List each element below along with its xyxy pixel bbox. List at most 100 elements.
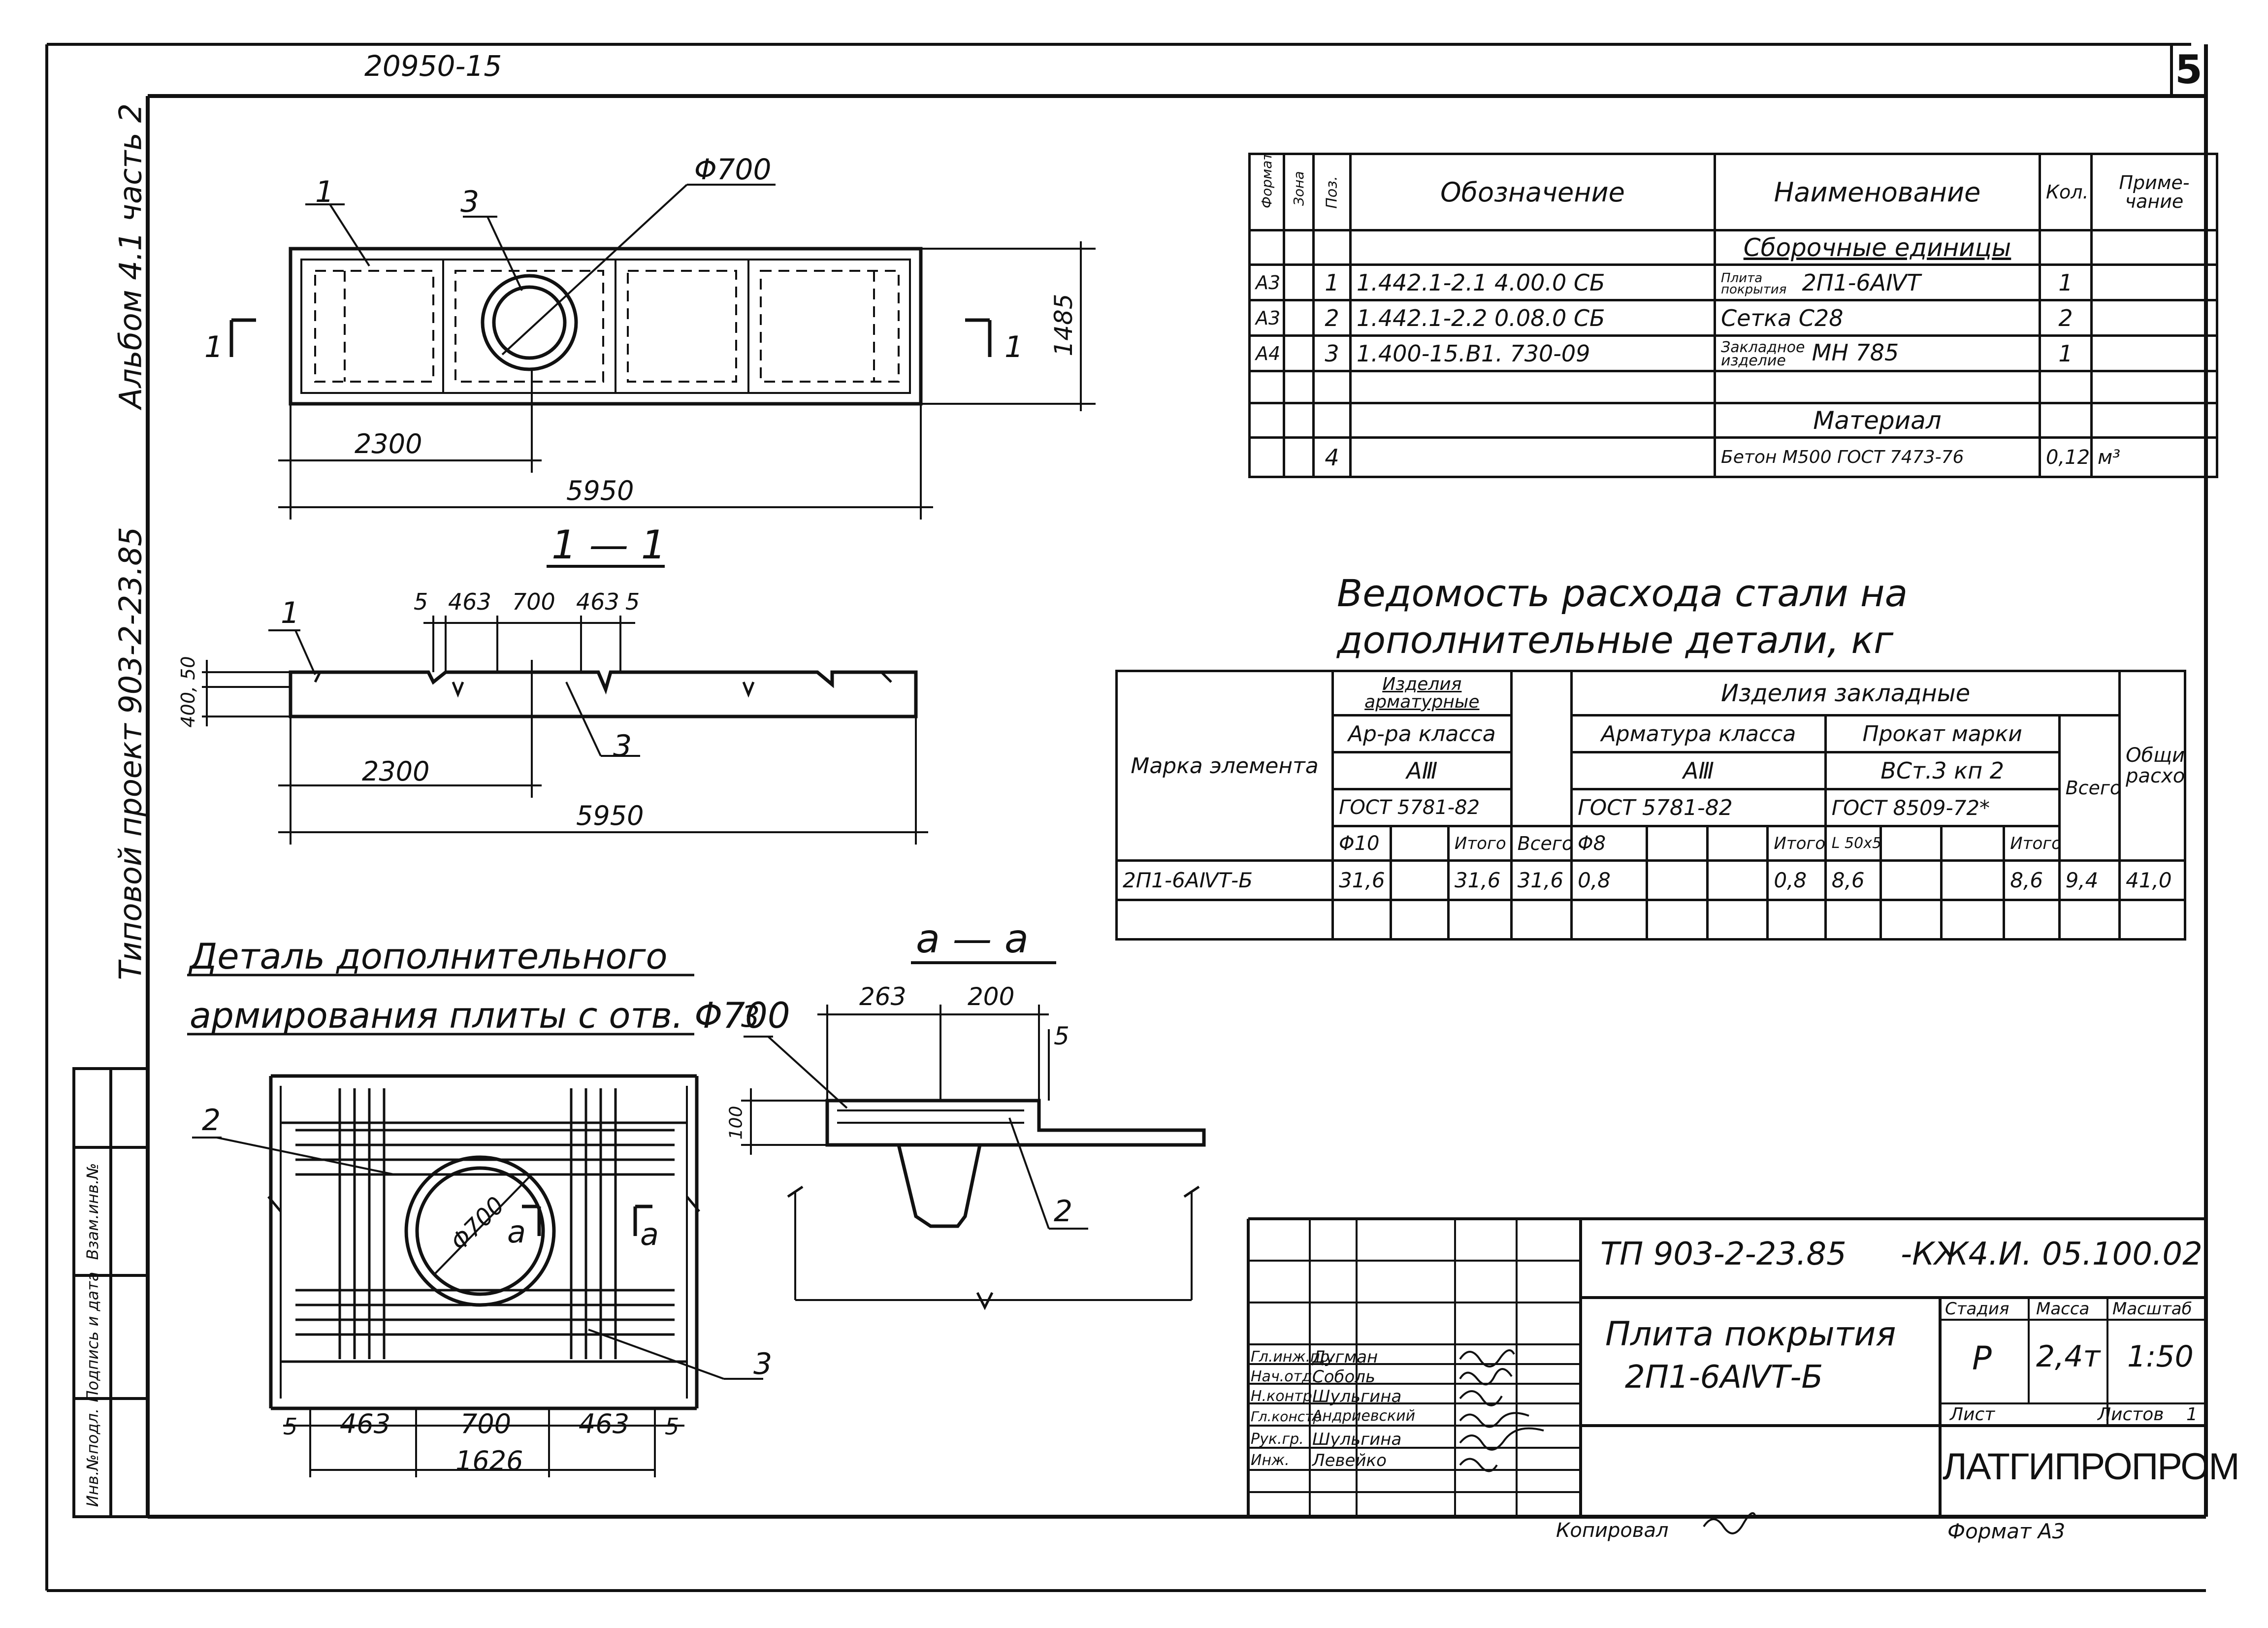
signature-mark	[1459, 1427, 1544, 1451]
role-name: Соболь	[1312, 1367, 1376, 1387]
header-mark: Марка элемента	[1115, 670, 1334, 862]
cell-format: А4	[1248, 334, 1285, 372]
top-document-code: 20950-15	[364, 49, 502, 83]
leader-label: 3	[741, 1000, 760, 1034]
cell-note: м³	[2090, 436, 2218, 478]
section-mark-label: a	[507, 1214, 526, 1250]
dimension-label: 263	[859, 982, 907, 1011]
cell-code: 1.442.1-2.1 4.00.0 СБ	[1349, 263, 1716, 301]
cell-format: А3	[1248, 263, 1285, 301]
leader-label: 2	[1054, 1194, 1073, 1229]
leader-label: 3	[460, 185, 480, 219]
header-note: Приме-чание	[2090, 153, 2218, 231]
specification-table: Формат Зона Поз. Обозначение Наименовани…	[1248, 153, 2218, 478]
dimension-label: 5950	[576, 800, 644, 831]
role-name: Дугман	[1312, 1347, 1378, 1367]
spec-section-row: Материал	[1248, 402, 2218, 439]
table-row	[1248, 370, 2218, 404]
cell-name: Бетон М500 ГОСТ 7473-76	[1714, 436, 2041, 478]
table-row: 2П1-6АⅣТ-Б 31,6 31,6 31,6 0,8 0,8 8,6 8,…	[1115, 859, 2186, 901]
sub-itogo: Итого	[1766, 825, 1827, 862]
section-title: 1 — 1	[551, 522, 666, 568]
cell-format: А3	[1248, 299, 1285, 337]
cell-pos: 2	[1312, 299, 1352, 337]
dimension-label: 200	[968, 982, 1015, 1011]
sheet-header: Лист	[1950, 1404, 1995, 1425]
steel-consumption-table: Марка элемента Изделия арматурные Издели…	[1115, 670, 2186, 941]
cell-code: 1.442.1-2.2 0.08.0 СБ	[1349, 299, 1716, 337]
scale-header: Масштаб	[2112, 1299, 2192, 1319]
table-row: А4 3 1.400-15.В1. 730-09 Закладное издел…	[1248, 334, 2218, 372]
signature-mark	[1703, 1512, 1756, 1534]
steel-table-title: дополнительные детали, кг	[1337, 618, 1894, 662]
cell-pos: 1	[1312, 263, 1352, 301]
table-row: 4 Бетон М500 ГОСТ 7473-76 0,12 м³	[1248, 436, 2218, 478]
cell-total1: 31,6	[1510, 859, 1573, 901]
sub-itogo: Итого	[2003, 825, 2061, 862]
spec-section-row: Сборочные единицы	[1248, 229, 2218, 266]
leader-label: 1	[281, 596, 300, 630]
header-total-2: Всего	[2058, 714, 2121, 862]
section-assembly: Сборочные единицы	[1714, 229, 2041, 266]
cell-general: 41,0	[2118, 859, 2186, 901]
cell-name: 2П1-6АⅣТ	[1802, 269, 1921, 296]
role-name: Шульгина	[1312, 1387, 1402, 1406]
role-label: Н.контр.	[1251, 1388, 1317, 1405]
cell-itogo2: 0,8	[1766, 859, 1827, 901]
signature-mark	[1459, 1458, 1498, 1472]
cell-code: 1.400-15.В1. 730-09	[1349, 334, 1716, 372]
header-rolled-value: ВСт.3 кп 2	[1824, 751, 2061, 790]
header-emb-arm-class: Арматура класса	[1570, 714, 1827, 753]
dimension-label: 5	[665, 1413, 680, 1440]
table-row	[1115, 899, 2186, 941]
signature-mark	[1459, 1349, 1515, 1368]
cell-name-small: Закладное изделие	[1721, 339, 1805, 370]
header-general: Общий расход	[2118, 670, 2186, 862]
header-arm-class-value: AⅢ	[1331, 751, 1513, 790]
header-arm-class: Ар-ра класса	[1331, 714, 1513, 753]
sheets-header: Листов	[2098, 1404, 2164, 1425]
cell-qty: 1	[2039, 263, 2093, 301]
role-name: Шульгина	[1312, 1430, 1402, 1449]
leader-label: 1	[315, 175, 334, 209]
cell-qty: 2	[2039, 299, 2093, 337]
spec-header-row: Формат Зона Поз. Обозначение Наименовани…	[1248, 153, 2218, 231]
stage-header: Стадия	[1945, 1299, 2009, 1319]
role-name: Андриевский	[1312, 1407, 1416, 1425]
cell-name: МН 785	[1812, 339, 1899, 366]
cell-name: Сетка С28	[1714, 299, 2041, 337]
cell-qty: 0,12	[2039, 436, 2093, 478]
signature-mark	[1459, 1412, 1529, 1428]
leader-label: 3	[613, 729, 632, 763]
header-rolled: Прокат марки	[1824, 714, 2061, 753]
signature-mark	[1459, 1390, 1503, 1406]
dimension-label: 463	[448, 588, 491, 615]
leader-label: 3	[753, 1347, 773, 1381]
detail-title: армирования плиты с отв. Φ700	[190, 995, 790, 1036]
header-total-1: Всего	[1510, 826, 1573, 862]
cell-pos: 4	[1312, 436, 1352, 478]
header-emb-arm-value: AⅢ	[1570, 751, 1827, 790]
mass-header: Масса	[2036, 1299, 2090, 1319]
mass-value: 2,4т	[2036, 1339, 2101, 1374]
sheet-number: 5	[2175, 47, 2203, 93]
cell-total2: 9,4	[2058, 859, 2121, 901]
dimension-label: 463	[340, 1408, 391, 1439]
signature-mark	[1459, 1368, 1513, 1386]
sub-d10: Φ10	[1331, 825, 1392, 862]
scale-value: 1:50	[2127, 1339, 2194, 1374]
section-mark-label: 1	[1004, 330, 1024, 364]
cell-itogo1: 31,6	[1447, 859, 1513, 901]
copied-label: Копировал	[1556, 1519, 1669, 1542]
dimension-label: 5	[1054, 1022, 1069, 1050]
dimension-label: 463	[579, 1408, 630, 1439]
project-code: ТП 903-2-23.85	[1600, 1236, 1847, 1272]
cell-pos: 3	[1312, 334, 1352, 372]
dimension-label: 5	[625, 588, 640, 615]
header-embedded-items: Изделия закладные	[1570, 670, 2121, 716]
section-title: a — a	[916, 916, 1029, 962]
dimension-label: 463	[576, 588, 619, 615]
organization-name: ЛАТГИПРОПРОМ	[1943, 1446, 2240, 1488]
